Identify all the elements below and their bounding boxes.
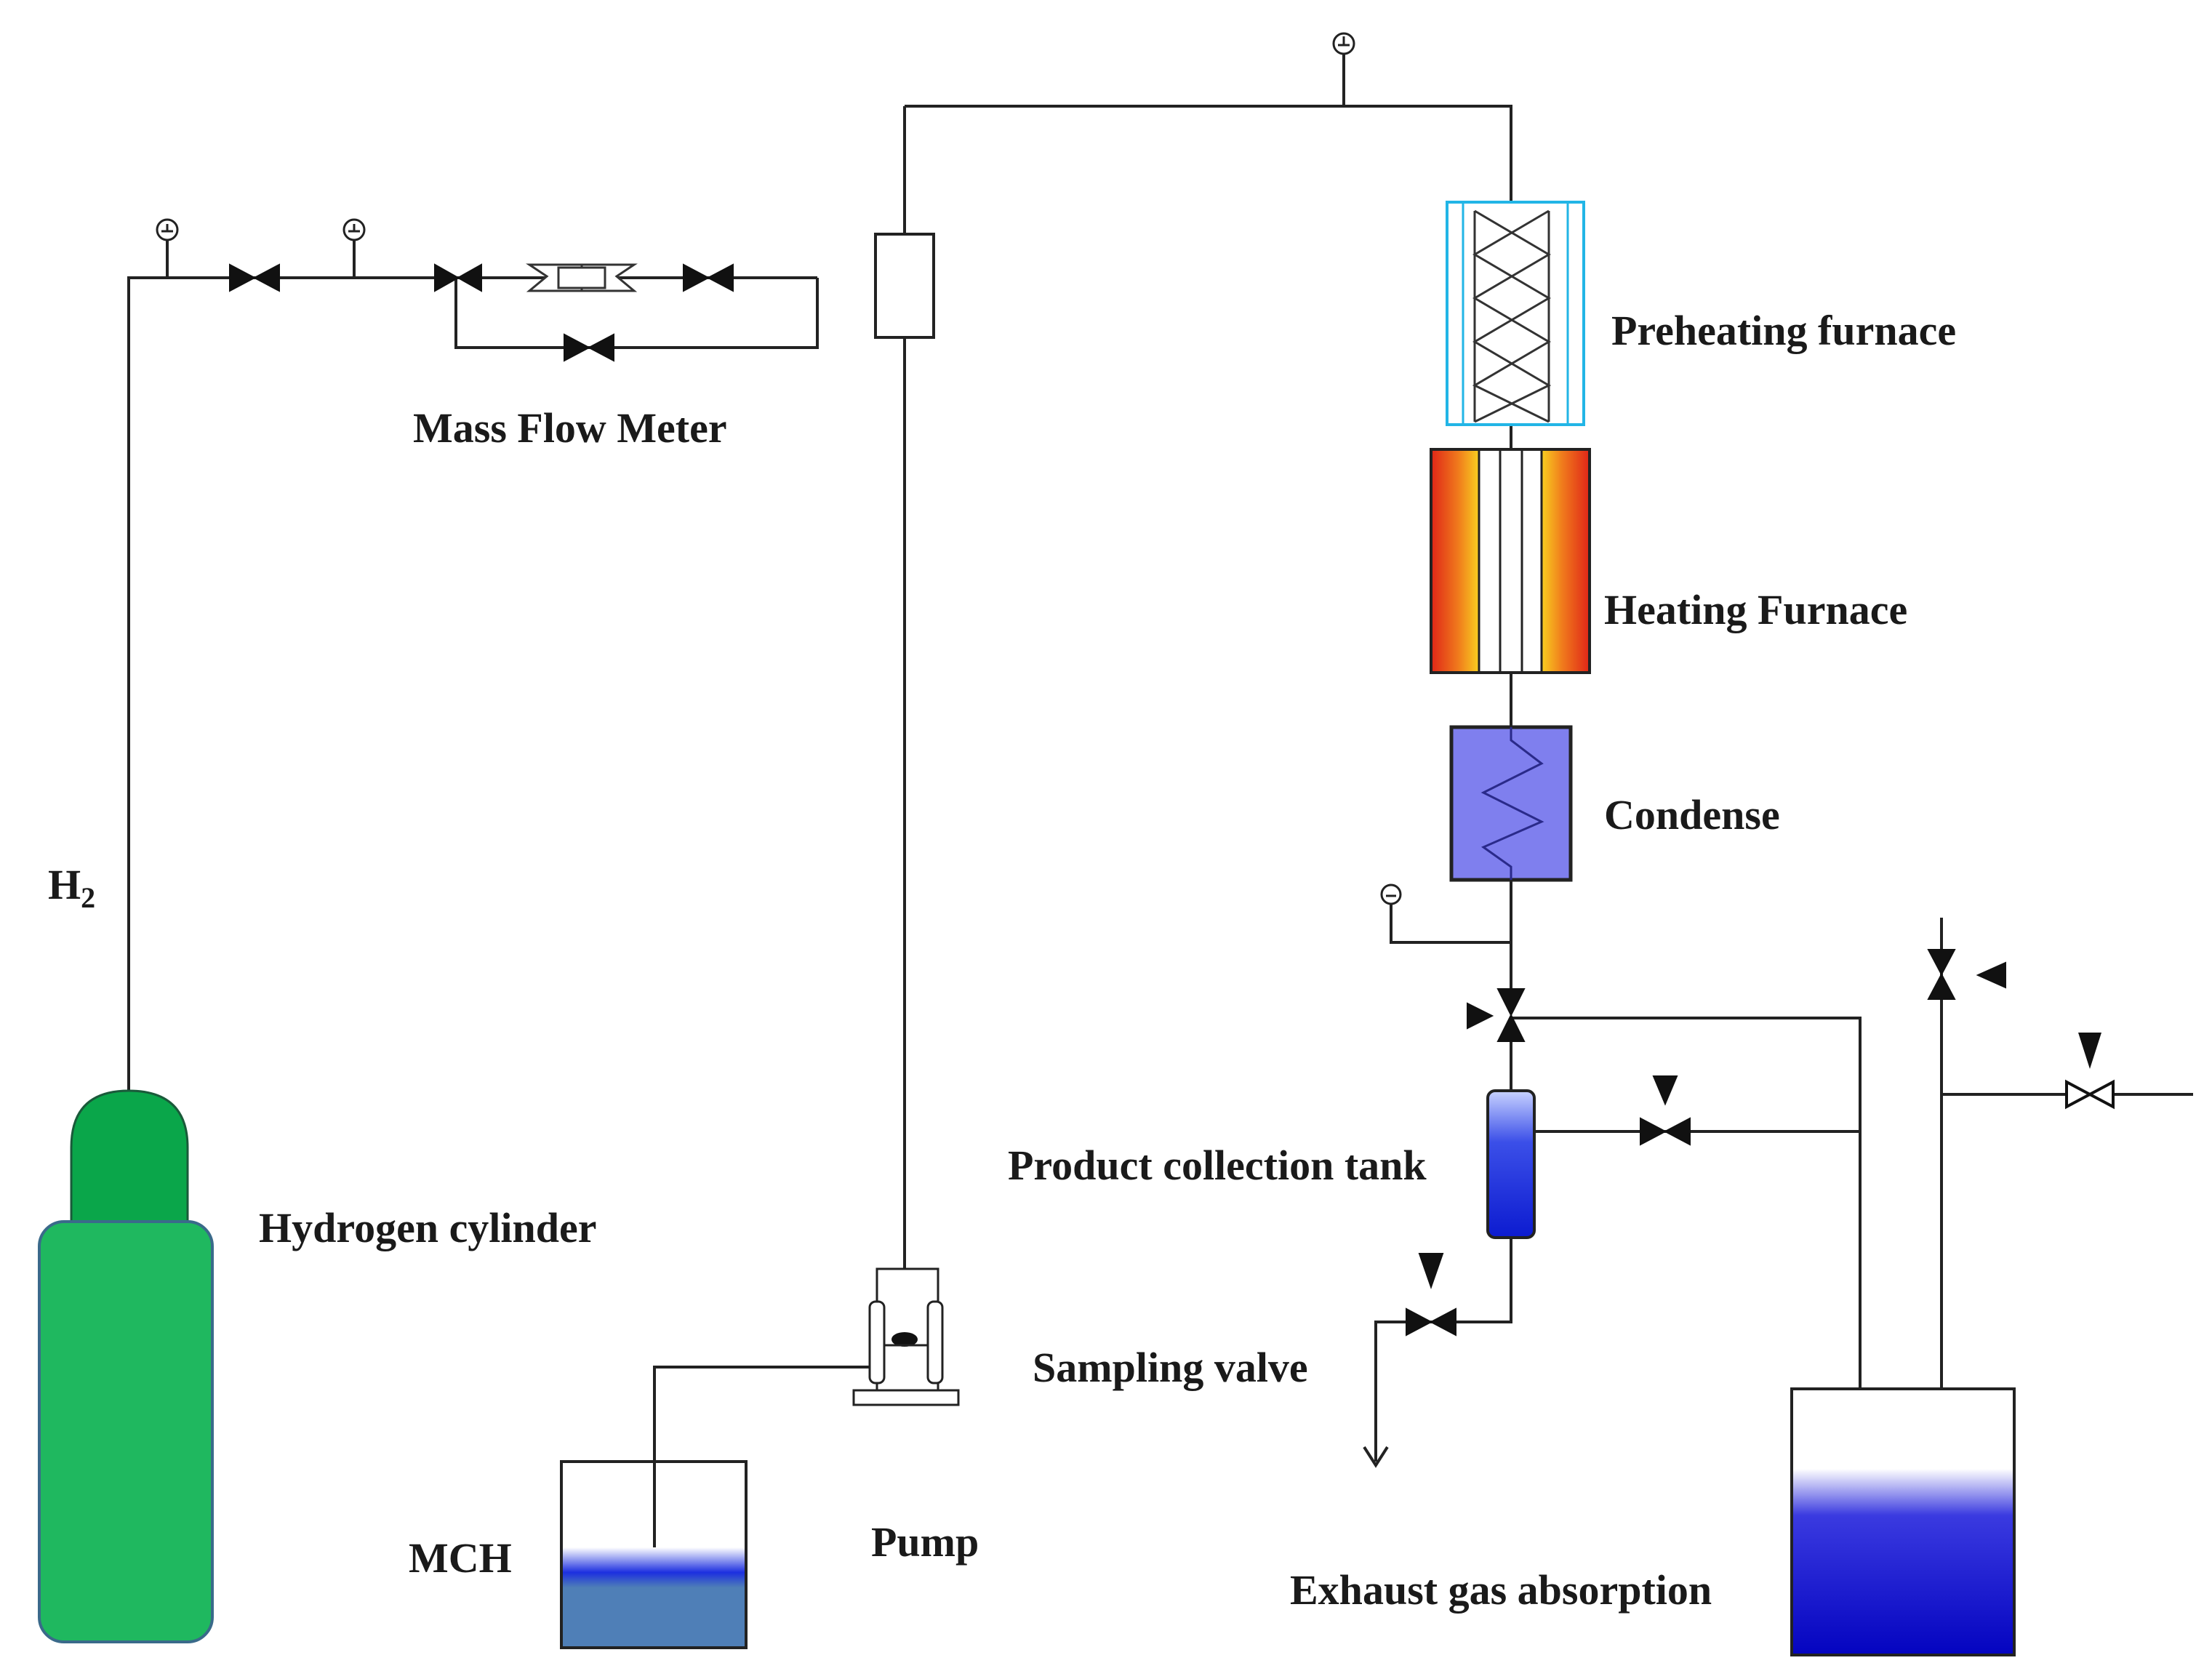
labels: Mass Flow Meter Preheating furnace Heati… [48,307,1956,1614]
label-preheating-furnace: Preheating furnace [1611,307,1956,354]
label-heating-furnace: Heating Furnace [1604,586,1907,633]
gauge-icon [342,218,366,241]
needle-valve-icon[interactable] [683,263,734,292]
valves [229,263,2115,1337]
label-product-collection-tank: Product collection tank [1008,1142,1427,1189]
needle-valve-icon[interactable] [434,263,482,292]
outlet-valve-icon[interactable] [2065,1033,2115,1110]
needle-valve-icon[interactable] [229,263,280,292]
preheating-furnace [1446,201,1585,426]
bypass-valve-icon[interactable] [564,333,614,362]
hydrogen-cylinder [38,1089,214,1643]
label-mch: MCH [409,1534,512,1582]
mass-flow-meter[interactable] [526,263,638,292]
three-way-valve-icon[interactable] [1640,1075,1691,1146]
pressure-gauges [156,32,1402,905]
gauge-icon [1380,883,1402,905]
label-exhaust-gas-absorption: Exhaust gas absorption [1290,1566,1712,1614]
label-mass-flow-meter: Mass Flow Meter [413,404,727,452]
heating-furnace [1430,448,1591,674]
sampling-valve-icon[interactable] [1406,1253,1456,1337]
gauge-icon [1332,32,1355,55]
mch-vessel [560,1460,748,1649]
label-hydrogen-cylinder: Hydrogen cylinder [259,1204,597,1251]
label-condense: Condense [1604,791,1780,838]
three-way-valve-icon[interactable] [1927,949,2006,1000]
gas-liquid-mixer [874,233,935,339]
gauge-icon [156,218,179,241]
label-sampling-valve: Sampling valve [1033,1344,1308,1391]
product-collection-tank [1486,1089,1536,1239]
label-h2: H2 [48,861,95,914]
condenser [1449,725,1573,882]
label-pump: Pump [871,1518,979,1566]
three-way-valve-icon[interactable] [1467,988,1526,1042]
pump[interactable] [852,1267,960,1406]
exhaust-gas-absorber [1790,1387,2016,1656]
